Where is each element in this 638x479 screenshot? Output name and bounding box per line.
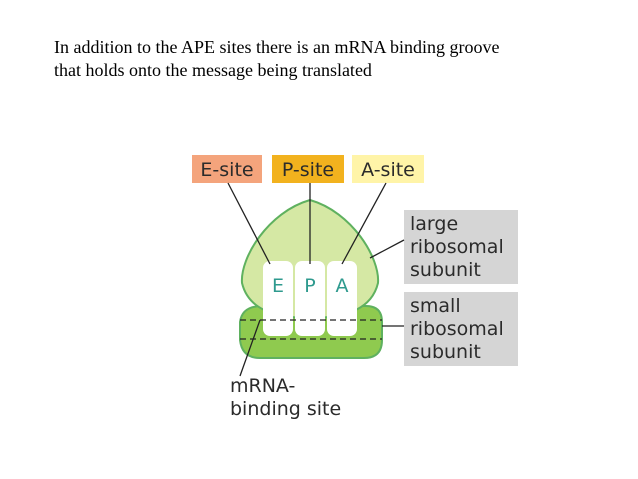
e-site-label: E-site [200, 159, 253, 181]
e-site-letter: E [272, 275, 284, 297]
a-site-letter: A [336, 275, 349, 297]
large-subunit-label-line-2: ribosomal [410, 236, 504, 258]
small-subunit-label-line-3: subunit [410, 341, 481, 363]
p-site-pocket [295, 261, 325, 336]
mrna-label-line-2: binding site [230, 398, 341, 420]
slide-caption: In addition to the APE sites there is an… [54, 36, 614, 82]
e-site-label-box [192, 155, 262, 183]
a-site-pocket [327, 261, 357, 336]
caption-line-1: In addition to the APE sites there is an… [54, 37, 500, 57]
p-site-label-box [272, 155, 344, 183]
mrna-leader-line [239, 319, 261, 377]
large-subunit-leader-line [369, 239, 405, 259]
mrna-label-line-1: mRNA- [230, 375, 295, 397]
e-site-pocket [263, 261, 293, 336]
e-site-leader-line [227, 182, 271, 265]
a-site-label-box [352, 155, 424, 183]
small-subunit-label-line-2: ribosomal [410, 318, 504, 340]
p-site-letter: P [304, 275, 315, 297]
caption-line-2: that holds onto the message being transl… [54, 60, 372, 80]
large-subunit-label-line-1: large [410, 213, 458, 235]
large-subunit-label-box [404, 210, 518, 284]
a-site-leader-line [341, 182, 387, 265]
large-subunit-label-line-3: subunit [410, 259, 481, 281]
small-subunit-label-line-1: small [410, 295, 461, 317]
small-subunit-label-box [404, 292, 518, 366]
p-site-label: P-site [282, 159, 334, 181]
a-site-label: A-site [361, 159, 415, 181]
